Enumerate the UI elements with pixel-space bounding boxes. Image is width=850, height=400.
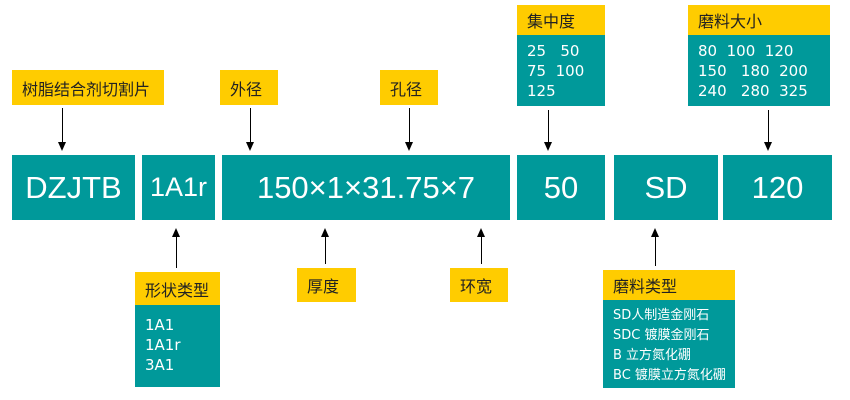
label-thickness: 厚度	[297, 268, 356, 302]
list-item: 240 280 325	[698, 82, 808, 100]
arrow-down-icon	[58, 142, 66, 151]
list-item: 1A1	[145, 316, 175, 334]
list-item: 25 50	[527, 42, 580, 60]
arrow-down-icon	[246, 142, 254, 151]
list-item: 1A1r	[145, 336, 181, 354]
list-item: 3A1	[145, 356, 175, 374]
arrow-down-icon	[405, 142, 413, 151]
arrow-down-icon	[544, 142, 552, 151]
label-concentration: 集中度	[517, 5, 605, 35]
list-item: 150 180 200	[698, 62, 808, 80]
arrow-line	[409, 108, 410, 143]
code-shape: 1A1r	[142, 155, 215, 220]
code-prefix: DZJTB	[12, 155, 135, 220]
arrow-up-icon	[172, 228, 180, 237]
code-dimensions: 150×1×31.75×7	[222, 155, 510, 220]
label-product: 树脂结合剂切割片	[12, 70, 164, 105]
list-item: B 立方氮化硼	[613, 348, 692, 363]
arrow-up-icon	[321, 228, 329, 237]
list-item: SDC 镀膜金刚石	[613, 328, 710, 343]
label-abrasive: 磨料类型	[603, 270, 735, 300]
list-item: SD人制造金刚石	[613, 308, 710, 323]
concentration-list: 25 50 75 100 125	[517, 35, 605, 106]
abrasive-list: SD人制造金刚石 SDC 镀膜金刚石 B 立方氮化硼 BC 镀膜立方氮化硼	[603, 300, 735, 388]
code-grit: 120	[723, 155, 832, 220]
list-item: 125	[527, 82, 556, 100]
label-shape: 形状类型	[135, 272, 220, 305]
list-item: 80 100 120	[698, 42, 794, 60]
arrow-line	[655, 236, 656, 266]
arrow-up-icon	[651, 228, 659, 237]
arrow-down-icon	[764, 142, 772, 151]
arrow-up-icon	[477, 228, 485, 237]
label-ring-width: 环宽	[450, 268, 508, 302]
arrow-line	[176, 236, 177, 268]
code-concentration: 50	[517, 155, 605, 220]
arrow-line	[768, 110, 769, 143]
list-item: BC 镀膜立方氮化硼	[613, 368, 726, 383]
shape-list: 1A1 1A1r 3A1	[135, 305, 220, 387]
list-item: 75 100	[527, 62, 585, 80]
code-abrasive: SD	[614, 155, 718, 220]
grit-list: 80 100 120 150 180 200 240 280 325	[688, 35, 830, 106]
arrow-line	[481, 236, 482, 264]
arrow-line	[325, 236, 326, 264]
label-grit: 磨料大小	[688, 5, 830, 35]
arrow-line	[250, 108, 251, 143]
arrow-line	[548, 110, 549, 143]
label-outer-diameter: 外径	[220, 70, 278, 105]
label-hole-diameter: 孔径	[380, 70, 438, 105]
arrow-line	[62, 108, 63, 143]
